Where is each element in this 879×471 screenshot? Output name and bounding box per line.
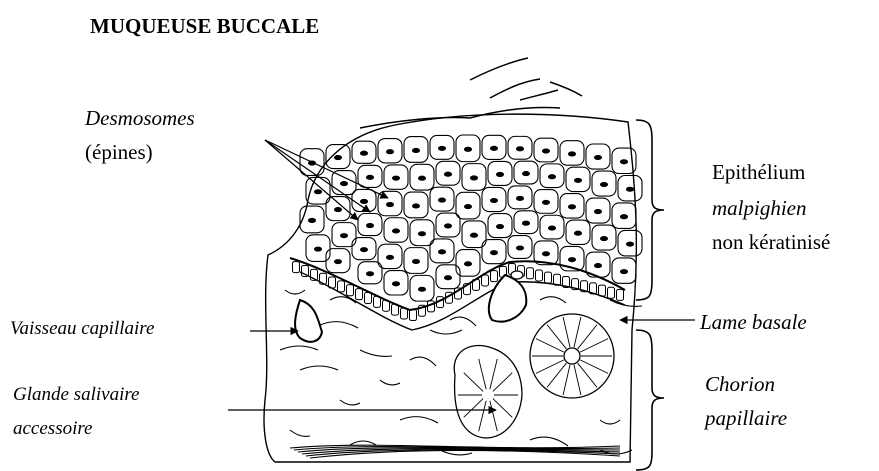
cell-nucleus	[621, 160, 628, 164]
cell-nucleus	[569, 152, 576, 156]
cell-nucleus	[439, 198, 446, 202]
cell-nucleus	[445, 172, 452, 176]
cell-nucleus	[465, 262, 472, 266]
cell-nucleus	[445, 276, 452, 280]
cell-nucleus	[465, 147, 472, 151]
cell-nucleus	[361, 199, 368, 203]
cell-nucleus	[439, 250, 446, 254]
cell-nucleus	[413, 204, 420, 208]
cell-nucleus	[549, 175, 556, 179]
cell-nucleus	[367, 224, 374, 228]
cell-nucleus	[491, 251, 498, 255]
cell-nucleus	[387, 150, 394, 154]
cell-nucleus	[393, 229, 400, 233]
cell-nucleus	[601, 183, 608, 187]
cell-nucleus	[465, 205, 472, 209]
cell-nucleus	[543, 149, 550, 153]
cell-nucleus	[315, 247, 322, 251]
cell-nucleus	[595, 264, 602, 268]
cell-nucleus	[445, 224, 452, 228]
cell-nucleus	[341, 234, 348, 238]
cell-nucleus	[361, 151, 368, 155]
cell-nucleus	[523, 172, 530, 176]
cell-nucleus	[497, 172, 504, 176]
cell-nucleus	[393, 176, 400, 180]
cell-nucleus	[621, 215, 628, 219]
cell-nucleus	[413, 259, 420, 263]
cell-nucleus	[569, 205, 576, 209]
cell-nucleus	[523, 221, 530, 225]
cell-nucleus	[361, 248, 368, 252]
cell-nucleus	[471, 176, 478, 180]
cell-nucleus	[621, 270, 628, 274]
cell-nucleus	[419, 176, 426, 180]
cell-nucleus	[517, 147, 524, 151]
cell-nucleus	[335, 208, 342, 212]
bracket-chorion	[636, 330, 664, 470]
cell-nucleus	[387, 203, 394, 207]
cell-nucleus	[517, 246, 524, 250]
cell-nucleus	[393, 282, 400, 286]
cell-nucleus	[595, 210, 602, 214]
cell-nucleus	[491, 146, 498, 150]
cell-nucleus	[549, 226, 556, 230]
cell-nucleus	[335, 260, 342, 264]
cell-nucleus	[341, 182, 348, 186]
cell-nucleus	[309, 218, 316, 222]
cell-nucleus	[627, 187, 634, 191]
cell-nucleus	[419, 232, 426, 236]
cell-nucleus	[439, 146, 446, 150]
cell-nucleus	[601, 237, 608, 241]
cell-nucleus	[419, 287, 426, 291]
cell-nucleus	[413, 148, 420, 152]
cell-nucleus	[627, 242, 634, 246]
cell-nucleus	[595, 156, 602, 160]
cell-nucleus	[367, 272, 374, 276]
cell-nucleus	[367, 175, 374, 179]
bracket-epithelium	[636, 120, 664, 300]
cell-nucleus	[575, 178, 582, 182]
cell-nucleus	[543, 252, 550, 256]
cell-nucleus	[387, 255, 394, 259]
cell-nucleus	[335, 156, 342, 160]
cell-nucleus	[543, 200, 550, 204]
cell-nucleus	[575, 231, 582, 235]
cell-nucleus	[517, 196, 524, 200]
cell-nucleus	[569, 258, 576, 262]
cell-nucleus	[315, 190, 322, 194]
cell-nucleus	[497, 225, 504, 229]
cell-nucleus	[491, 198, 498, 202]
cell-nucleus	[471, 233, 478, 237]
